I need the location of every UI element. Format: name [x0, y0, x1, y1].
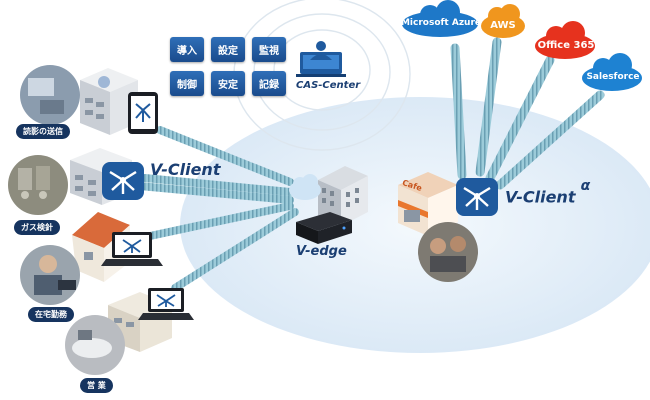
photo-remote-work: [20, 245, 80, 305]
tile-configure: 設定: [211, 37, 245, 62]
tile-stable: 安定: [211, 71, 245, 96]
v-client-alpha-label: V-Client α: [505, 178, 590, 207]
photo-cafe-users: [418, 222, 478, 282]
tablet-icon: [128, 92, 158, 134]
cloud-azure-shape: [402, 0, 478, 37]
tile-monitor: 監視: [252, 37, 286, 62]
tile-introduce: 導入: [170, 37, 204, 62]
cloud-aws-label: AWS: [490, 20, 516, 31]
alpha-symbol: α: [580, 178, 591, 194]
v-edge-label: V-edge: [296, 244, 347, 259]
cloud-azure-label: Microsoft Azure: [400, 18, 482, 28]
cas-center-label: CAS-Center: [296, 80, 361, 91]
v-edge-building-icon: [289, 166, 368, 226]
cloud-aws-shape: [481, 4, 525, 38]
v-client-alpha-text: V-Client: [505, 187, 576, 207]
tile-control: 制御: [170, 71, 204, 96]
tile-record: 記録: [252, 71, 286, 96]
caption-gas-meter: ガス検針: [14, 220, 60, 235]
photo-medical-reading: [20, 65, 80, 125]
laptop-icon-1: [101, 232, 163, 266]
laptop-icon-2: [138, 288, 194, 320]
v-edge-device-icon: [296, 212, 352, 244]
photo-gas-meter: [8, 155, 68, 215]
cas-operator-icon: [296, 41, 346, 77]
hospital-building-icon: [80, 68, 138, 135]
cables-right: [450, 37, 605, 190]
cables-left: [136, 126, 299, 292]
v-client-badge-icon: [102, 162, 144, 200]
cloud-office365-label: Office 365: [537, 40, 595, 51]
cloud-office-shape: [535, 21, 595, 59]
v-client-label: V-Client: [150, 160, 221, 179]
cloud-salesforce-label: Salesforce: [586, 72, 640, 82]
photo-sales: [65, 315, 125, 375]
caption-medical-reading: 読影の送信: [16, 124, 70, 139]
caption-sales: 営 業: [80, 378, 113, 393]
caption-remote-work: 在宅勤務: [28, 307, 74, 322]
cloud-salesforce-shape: [582, 53, 642, 91]
v-client-alpha-badge-icon: [456, 178, 498, 216]
